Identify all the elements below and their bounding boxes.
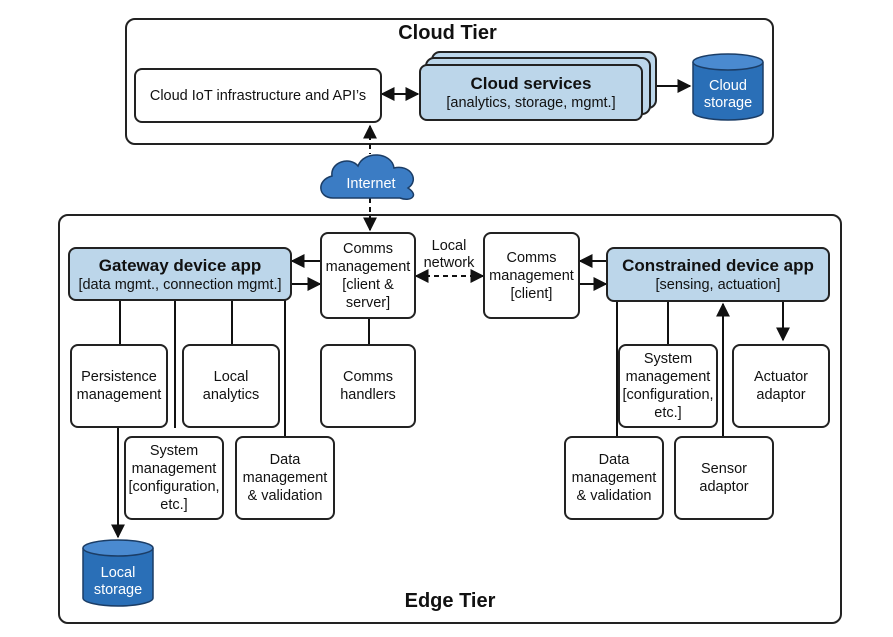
- local-network-label: Local network: [423, 238, 475, 271]
- local-analytics-box: Local analytics: [182, 344, 280, 428]
- local-storage-cylinder: [82, 539, 154, 607]
- internet-label: Internet: [346, 176, 396, 192]
- gateway-device-app-subtitle: [data mgmt., connection mgmt.]: [78, 276, 282, 293]
- cloud-storage-cylinder: [692, 53, 764, 121]
- constrained-data-management-box: Data management & validation: [564, 436, 664, 520]
- comms-management-client-box: Comms management [client]: [483, 232, 580, 319]
- cloud-storage-label: Cloud storage: [703, 78, 753, 111]
- constrained-device-app-box: Constrained device app [sensing, actuati…: [606, 247, 830, 302]
- edge-tier-title: Edge Tier: [404, 590, 496, 612]
- gateway-data-management-box: Data management & validation: [235, 436, 335, 520]
- cloud-infrastructure-box: Cloud IoT infrastructure and API’s: [134, 68, 382, 123]
- actuator-adaptor-box: Actuator adaptor: [732, 344, 830, 428]
- comms-management-server-box: Comms management [client & server]: [320, 232, 416, 319]
- persistence-management-box: Persistence management: [70, 344, 168, 428]
- sensor-adaptor-box: Sensor adaptor: [674, 436, 774, 520]
- cloud-services-title: Cloud services: [470, 74, 592, 93]
- cloud-tier-title: Cloud Tier: [398, 22, 497, 44]
- cloud-services-subtitle: [analytics, storage, mgmt.]: [446, 95, 616, 111]
- cloud-services-box: Cloud services [analytics, storage, mgmt…: [419, 64, 643, 121]
- gateway-device-app-box: Gateway device app [data mgmt., connecti…: [68, 247, 292, 301]
- local-storage-label: Local storage: [93, 565, 143, 598]
- cloud-infrastructure-label: Cloud IoT infrastructure and API’s: [149, 87, 367, 104]
- constrained-system-management-box: System management [configuration, etc.]: [618, 344, 718, 428]
- internet-cloud-icon: [320, 154, 415, 200]
- constrained-device-app-title: Constrained device app: [622, 256, 814, 275]
- gateway-device-app-title: Gateway device app: [98, 255, 262, 275]
- gateway-system-management-box: System management [configuration, etc.]: [124, 436, 224, 520]
- comms-handlers-box: Comms handlers: [320, 344, 416, 428]
- constrained-device-app-subtitle: [sensing, actuation]: [655, 277, 781, 293]
